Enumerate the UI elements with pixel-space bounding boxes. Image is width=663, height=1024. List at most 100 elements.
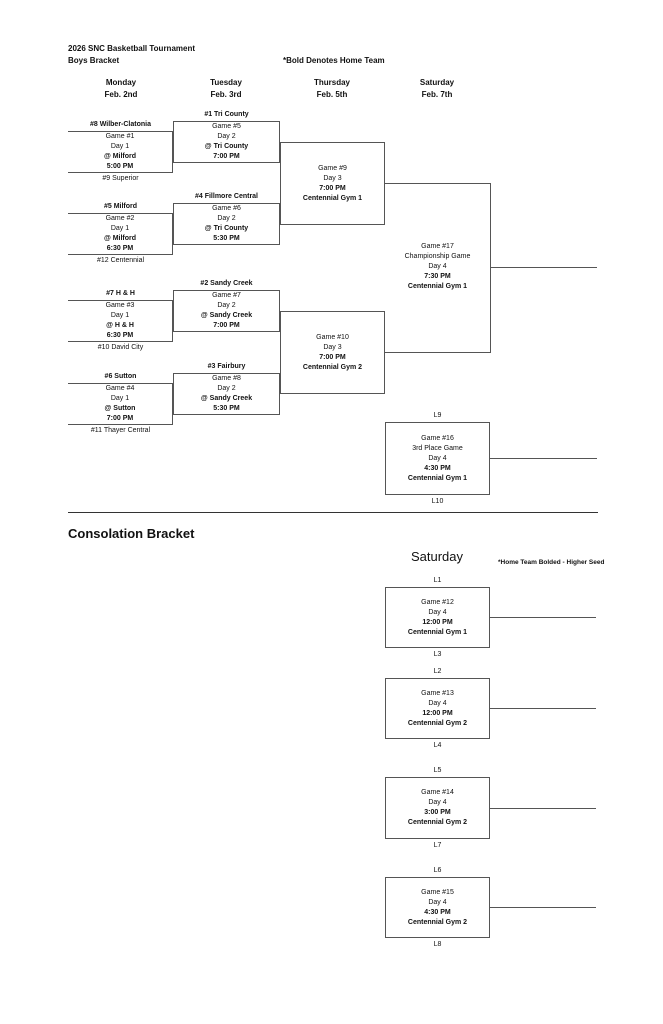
game-time: 12:00 PM — [422, 618, 453, 626]
game-4-box: Game #4 Day 1 @ Sutton 7:00 PM — [68, 383, 173, 425]
team-label: #3 Fairbury — [207, 363, 246, 370]
column-date: Feb. 3rd — [210, 90, 242, 99]
game-time: 12:00 PM — [422, 709, 453, 717]
game-10-box: Game #10 Day 3 7:00 PM Centennial Gym 2 — [280, 311, 385, 394]
column-date: Feb. 2nd — [104, 90, 138, 99]
column-date: Feb. 7th — [421, 90, 453, 99]
team-label: #12 Centennial — [96, 257, 145, 264]
game-time: 4:30 PM — [424, 908, 451, 916]
game-3-box: Game #3 Day 1 @ H & H 6:30 PM — [68, 300, 173, 342]
game-site: @ Tri County — [204, 143, 249, 150]
column-header-tuesday: Tuesday Feb. 3rd — [181, 77, 271, 101]
consolation-heading: Consolation Bracket — [68, 526, 195, 541]
game-day: Day 1 — [110, 312, 130, 319]
game-site: @ Milford — [103, 235, 137, 242]
game-time: 7:00 PM — [319, 184, 346, 192]
game-number: Game #4 — [105, 385, 135, 392]
column-header-saturday: Saturday Feb. 7th — [392, 77, 482, 101]
game-site: @ Tri County — [204, 225, 249, 232]
game-time: 7:00 PM — [106, 415, 134, 422]
game-time: 5:00 PM — [106, 163, 134, 170]
game-site: @ Milford — [103, 153, 137, 160]
game-venue: Centennial Gym 1 — [302, 194, 363, 202]
bracket-subtitle: Boys Bracket — [68, 56, 120, 65]
game-day: Day 2 — [217, 215, 236, 222]
consolation-day-header: Saturday — [410, 549, 464, 564]
game-time: 6:30 PM — [106, 332, 134, 339]
connector-line — [490, 183, 491, 353]
game-time: 7:00 PM — [213, 322, 240, 329]
game-number: Game #3 — [105, 302, 135, 309]
game-number: Game #17 — [421, 243, 454, 250]
game-venue: Centennial Gym 1 — [407, 283, 468, 290]
game-1-box: Game #1 Day 1 @ Milford 5:00 PM — [68, 131, 173, 173]
team-label: #7 H & H — [106, 290, 135, 297]
team-label: L8 — [433, 941, 442, 948]
game-site: @ H & H — [106, 322, 134, 329]
column-header-thursday: Thursday Feb. 5th — [287, 77, 377, 101]
column-day: Saturday — [419, 78, 455, 87]
connector-line — [385, 352, 490, 353]
team-label: #6 Sutton — [104, 373, 137, 380]
game-venue: Centennial Gym 2 — [407, 918, 468, 926]
game-day: Day 4 — [428, 263, 447, 270]
game-number: Game #7 — [212, 292, 241, 299]
team-label: L9 — [433, 412, 442, 419]
team-label: L1 — [433, 577, 442, 584]
game-16-box: Game #16 3rd Place Game Day 4 4:30 PM Ce… — [385, 422, 490, 495]
column-day: Tuesday — [210, 78, 242, 87]
champion-winner-line — [490, 267, 597, 268]
game-day: Day 4 — [428, 608, 447, 616]
game-number: Game #8 — [212, 375, 241, 382]
game-12-box: Game #12 Day 4 12:00 PM Centennial Gym 1 — [385, 587, 490, 648]
game-time: 6:30 PM — [106, 245, 134, 252]
team-label: #5 Milford — [103, 203, 138, 210]
column-day: Monday — [105, 78, 137, 87]
game-time: 4:30 PM — [424, 464, 451, 472]
game-day: Day 2 — [217, 133, 236, 140]
team-label: L5 — [433, 767, 442, 774]
section-divider — [68, 512, 598, 513]
team-label: #2 Sandy Creek — [200, 280, 253, 287]
game-number: Game #12 — [421, 598, 454, 606]
team-label: #1 Tri County — [204, 111, 249, 118]
team-label: L7 — [433, 842, 442, 849]
team-label: #11 Thayer Central — [90, 427, 151, 434]
game-7-box: Game #7 Day 2 @ Sandy Creek 7:00 PM — [173, 290, 280, 332]
game-day: Day 1 — [110, 143, 130, 150]
game-number: Game #13 — [421, 689, 454, 697]
game-venue: Centennial Gym 1 — [407, 628, 468, 636]
game-site: @ Sutton — [104, 405, 136, 412]
connector-line — [385, 183, 490, 184]
game-venue: Centennial Gym 1 — [407, 474, 468, 482]
game-venue: Centennial Gym 2 — [407, 719, 468, 727]
game-number: Game #10 — [316, 333, 349, 341]
game-number: Game #9 — [318, 164, 347, 172]
winner-line — [490, 617, 596, 618]
game-number: Game #2 — [105, 215, 135, 222]
game-number: Game #1 — [105, 133, 135, 140]
game-label: 3rd Place Game — [412, 444, 463, 452]
game-5-box: Game #5 Day 2 @ Tri County 7:00 PM — [173, 121, 280, 163]
game-6-box: Game #6 Day 2 @ Tri County 5:30 PM — [173, 203, 280, 245]
team-label: #10 David City — [97, 344, 144, 351]
game-venue: Centennial Gym 2 — [407, 819, 468, 826]
game-time: 7:00 PM — [319, 353, 346, 361]
game-time: 5:30 PM — [213, 235, 240, 242]
winner-line — [490, 907, 596, 908]
game-15-box: Game #15 Day 4 4:30 PM Centennial Gym 2 — [385, 877, 490, 938]
game-day: Day 1 — [110, 395, 130, 402]
game-venue: Centennial Gym 2 — [302, 363, 363, 371]
game-time: 7:00 PM — [213, 153, 240, 160]
game-site: @ Sandy Creek — [200, 395, 253, 402]
consolation-note: *Home Team Bolded - Higher Seed — [498, 559, 605, 566]
game-day: Day 4 — [428, 699, 447, 707]
game-number: Game #5 — [212, 123, 241, 130]
game-day: Day 3 — [323, 174, 342, 182]
team-label: L6 — [433, 867, 442, 874]
game-13-box: Game #13 Day 4 12:00 PM Centennial Gym 2 — [385, 678, 490, 739]
winner-line — [490, 708, 596, 709]
game-number: Game #14 — [421, 789, 454, 796]
team-label: #4 Fillmore Central — [194, 193, 259, 200]
